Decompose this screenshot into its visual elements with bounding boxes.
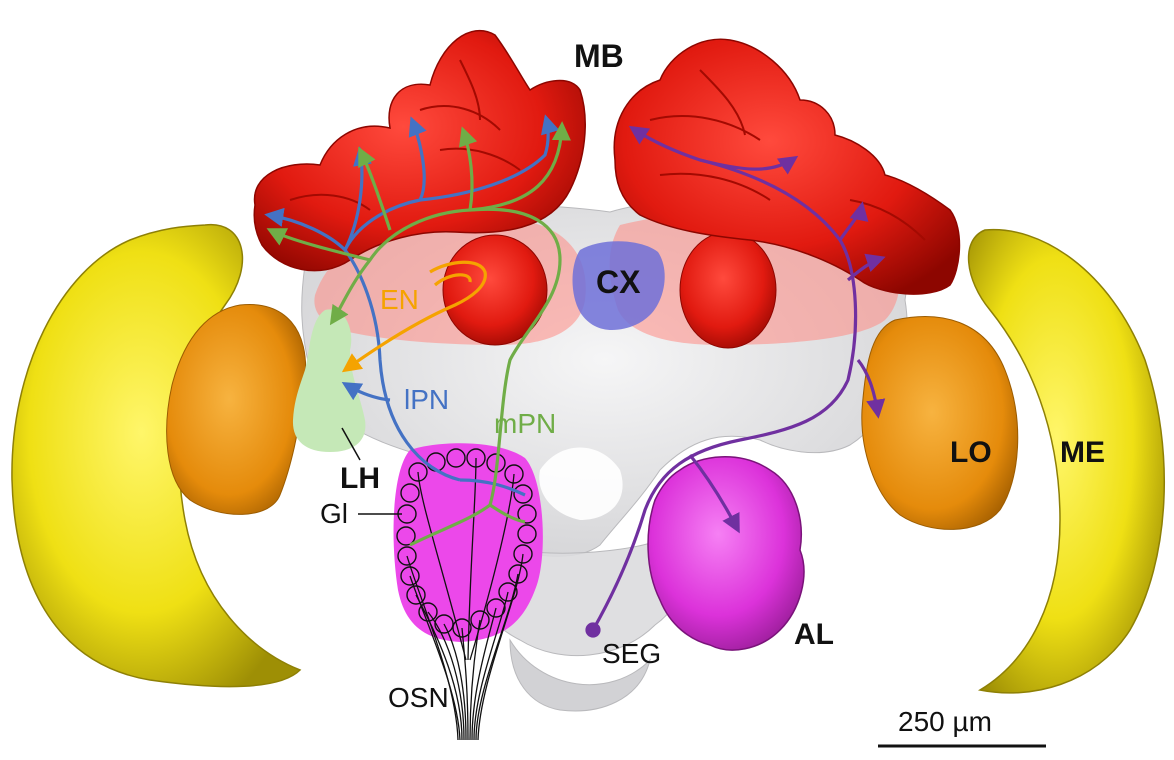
- scale-bar-label: 250 µm: [898, 708, 992, 736]
- label-gl: Gl: [320, 500, 348, 528]
- label-seg: SEG: [602, 640, 661, 668]
- antennal-lobe-right: [648, 457, 804, 650]
- label-me: ME: [1060, 438, 1105, 468]
- label-osn: OSN: [388, 684, 449, 712]
- label-lo: LO: [950, 438, 992, 468]
- lobula-right: [862, 317, 1018, 530]
- label-lh: LH: [340, 464, 380, 494]
- mb-peduncle-right: [680, 232, 776, 348]
- label-mb: MB: [574, 40, 624, 72]
- label-cx: CX: [596, 266, 640, 298]
- label-al: AL: [794, 620, 834, 650]
- label-lpn: lPN: [404, 386, 449, 414]
- label-en: EN: [380, 286, 419, 314]
- label-mpn: mPN: [494, 410, 556, 438]
